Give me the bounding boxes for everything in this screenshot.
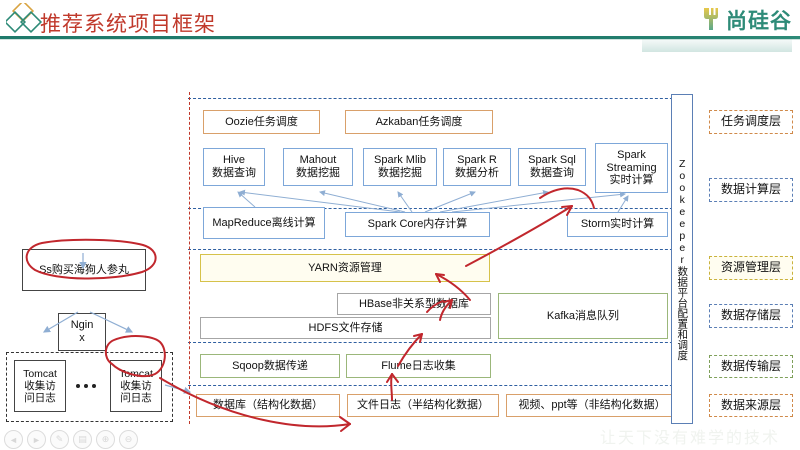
node-label: Spark Core内存计算 bbox=[367, 218, 468, 231]
node-label: Spark Mlib 数据挖掘 bbox=[374, 154, 426, 179]
node-label: Flume日志收集 bbox=[381, 359, 456, 372]
header-divider bbox=[0, 36, 800, 39]
zoom-icon[interactable]: ⊕ bbox=[96, 430, 115, 449]
node-label: Oozie任务调度 bbox=[225, 115, 298, 128]
node-label: Tomcat 收集访 问日志 bbox=[23, 367, 57, 405]
layer-label-scheduling: 任务调度层 bbox=[709, 110, 793, 134]
node-spark-r[interactable]: Spark R 数据分析 bbox=[443, 148, 511, 186]
node-flume[interactable]: Flume日志收集 bbox=[346, 354, 491, 378]
layer-label-source: 数据来源层 bbox=[709, 394, 793, 417]
node-label: 文件日志（半结构化数据） bbox=[357, 399, 489, 412]
node-label: Tomcat 收集访 问日志 bbox=[119, 367, 153, 405]
left-red-boundary bbox=[189, 92, 190, 424]
brand-logo: 尚硅谷 bbox=[700, 4, 792, 36]
node-label: Spark Streaming 实时计算 bbox=[606, 149, 657, 187]
node-source-filelog[interactable]: 文件日志（半结构化数据） bbox=[347, 394, 499, 417]
node-label: Spark R 数据分析 bbox=[455, 154, 499, 179]
node-mapreduce[interactable]: MapReduce离线计算 bbox=[203, 207, 325, 239]
node-label: YARN资源管理 bbox=[308, 261, 382, 274]
node-mahout[interactable]: Mahout 数据挖掘 bbox=[283, 148, 353, 186]
node-hbase[interactable]: HBase非关系型数据库 bbox=[337, 293, 491, 315]
node-label: Spark Sql 数据查询 bbox=[528, 154, 576, 179]
layer-label-text: 数据传输层 bbox=[720, 358, 781, 373]
watermark-text: 让天下没有难学的技术 bbox=[600, 430, 781, 447]
diamond-logo-icon bbox=[3, 0, 48, 37]
node-label: Zookeeper数据平台配置和调度 bbox=[676, 157, 689, 361]
icon-glyph: ✎ bbox=[55, 434, 64, 444]
slideshow-toolbar[interactable]: ◄ ► ✎ ▤ ⊕ ⊖ bbox=[4, 430, 138, 449]
node-yarn[interactable]: YARN资源管理 bbox=[200, 254, 490, 282]
zoom-out-icon[interactable]: ⊖ bbox=[119, 430, 138, 449]
header-divider-thin bbox=[0, 39, 800, 40]
layer-label-text: 任务调度层 bbox=[720, 114, 781, 129]
previous-slide-icon[interactable]: ◄ bbox=[4, 430, 23, 449]
pen-icon[interactable]: ✎ bbox=[50, 430, 69, 449]
node-tomcat-right[interactable]: Tomcat 收集访 问日志 bbox=[110, 360, 162, 412]
node-source-database[interactable]: 数据库（结构化数据） bbox=[196, 394, 340, 417]
node-label: Storm实时计算 bbox=[580, 218, 655, 231]
node-label: HBase非关系型数据库 bbox=[358, 297, 469, 310]
icon-glyph: ⊖ bbox=[124, 434, 133, 444]
menu-icon[interactable]: ▤ bbox=[73, 430, 92, 449]
brand-name: 尚硅谷 bbox=[726, 10, 792, 33]
node-label: Azkaban任务调度 bbox=[375, 115, 463, 128]
node-label: Ngin x bbox=[70, 319, 94, 344]
node-hdfs[interactable]: HDFS文件存储 bbox=[200, 317, 491, 339]
node-label: Sqoop数据传递 bbox=[232, 359, 308, 372]
icon-glyph: ⊕ bbox=[101, 434, 110, 444]
band-divider-1 bbox=[188, 98, 693, 99]
node-azkaban[interactable]: Azkaban任务调度 bbox=[345, 110, 493, 134]
node-label: HDFS文件存储 bbox=[308, 321, 383, 334]
band-divider-3 bbox=[188, 249, 693, 250]
layer-label-text: 资源管理层 bbox=[720, 260, 781, 275]
node-source-media[interactable]: 视频、ppt等（非结构化数据） bbox=[506, 394, 678, 417]
fork-logo-icon bbox=[700, 6, 722, 35]
node-kafka[interactable]: Kafka消息队列 bbox=[498, 293, 668, 339]
icon-glyph: ◄ bbox=[9, 434, 18, 445]
node-spark-sql[interactable]: Spark Sql 数据查询 bbox=[518, 148, 586, 186]
page-title: 推荐系统项目框架 bbox=[40, 13, 216, 36]
node-label: 数据库（结构化数据） bbox=[213, 399, 323, 412]
node-tomcat-left[interactable]: Tomcat 收集访 问日志 bbox=[14, 360, 66, 412]
node-zookeeper[interactable]: Zookeeper数据平台配置和调度 bbox=[671, 94, 693, 424]
node-label: Kafka消息队列 bbox=[546, 309, 620, 322]
layer-label-text: 数据计算层 bbox=[720, 182, 781, 197]
layer-label-resource: 资源管理层 bbox=[709, 256, 793, 280]
node-spark-core[interactable]: Spark Core内存计算 bbox=[345, 212, 490, 237]
node-oozie[interactable]: Oozie任务调度 bbox=[203, 110, 320, 134]
band-divider-5 bbox=[188, 385, 693, 386]
layer-label-storage: 数据存储层 bbox=[709, 304, 793, 328]
icon-glyph: ► bbox=[32, 434, 41, 445]
node-hive[interactable]: Hive 数据查询 bbox=[203, 148, 265, 186]
node-storm[interactable]: Storm实时计算 bbox=[567, 212, 668, 237]
next-slide-icon[interactable]: ► bbox=[27, 430, 46, 449]
layer-label-text: 数据存储层 bbox=[720, 308, 781, 323]
node-label: Hive 数据查询 bbox=[212, 154, 256, 179]
layer-label-text: 数据来源层 bbox=[720, 397, 781, 412]
node-sqoop[interactable]: Sqoop数据传递 bbox=[200, 354, 340, 378]
architecture-diagram: Oozie任务调度 Azkaban任务调度 Hive 数据查询 Mahout 数… bbox=[0, 42, 800, 450]
node-label: Ss购买海狗人参丸 bbox=[39, 263, 129, 276]
header-bar: 推荐系统项目框架 尚硅谷 bbox=[0, 0, 800, 52]
node-spark-streaming[interactable]: Spark Streaming 实时计算 bbox=[595, 143, 668, 193]
node-label: MapReduce离线计算 bbox=[212, 216, 316, 229]
layer-label-transport: 数据传输层 bbox=[709, 355, 793, 378]
node-nginx[interactable]: Ngin x bbox=[58, 313, 106, 351]
band-divider-4 bbox=[188, 342, 693, 343]
node-user-purchase[interactable]: Ss购买海狗人参丸 bbox=[22, 249, 146, 291]
icon-glyph: ▤ bbox=[78, 434, 87, 444]
ellipsis-dots bbox=[76, 384, 96, 388]
node-spark-mlib[interactable]: Spark Mlib 数据挖掘 bbox=[363, 148, 437, 186]
node-label: Mahout 数据挖掘 bbox=[296, 154, 340, 179]
node-label: 视频、ppt等（非结构化数据） bbox=[518, 399, 666, 412]
layer-label-compute: 数据计算层 bbox=[709, 178, 793, 202]
